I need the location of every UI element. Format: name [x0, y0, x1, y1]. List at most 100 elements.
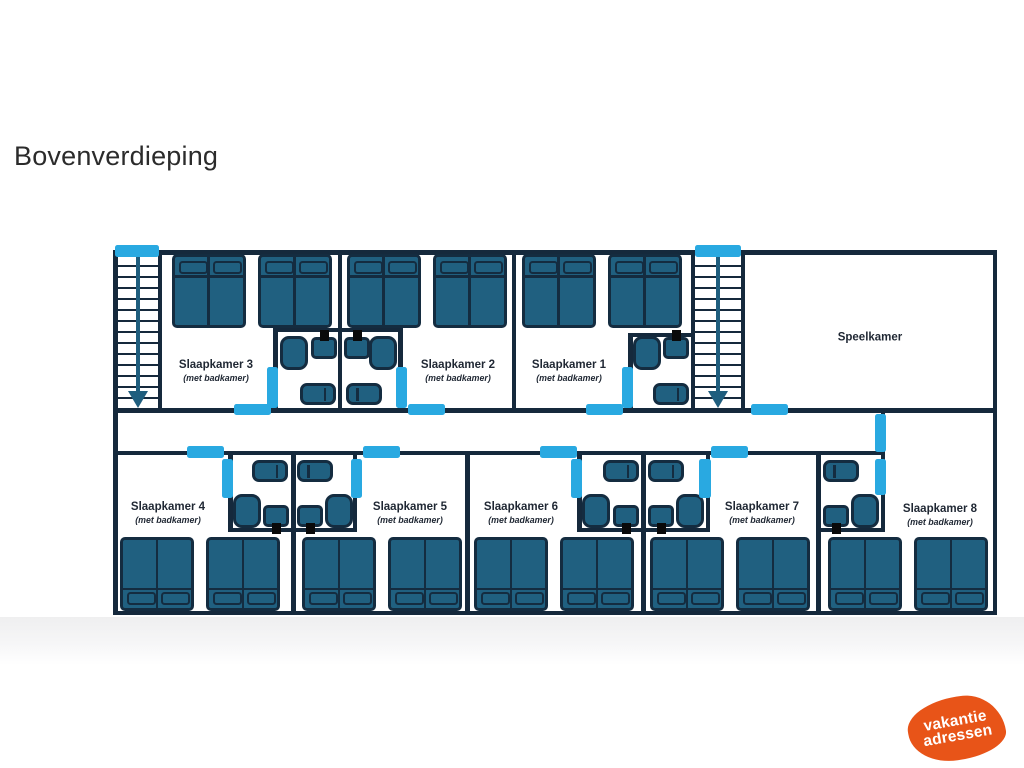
bed-pillow	[921, 591, 950, 605]
faucet-icon	[671, 330, 681, 341]
bed-split-line	[337, 540, 341, 608]
double-bed	[828, 537, 902, 611]
door-marker	[266, 367, 278, 408]
wall	[113, 250, 997, 255]
faucet-icon	[319, 330, 329, 341]
double-bed	[257, 254, 332, 328]
stairs-down-arrow-icon	[127, 390, 148, 408]
wall	[816, 450, 821, 615]
bathtub-divider	[356, 387, 359, 401]
bed-pillow	[567, 591, 596, 605]
room-name: Slaapkamer 2	[420, 358, 496, 371]
bed-split-line	[557, 257, 560, 325]
bed-pillow	[955, 591, 984, 605]
bed-pillow	[835, 591, 864, 605]
double-bed	[206, 537, 280, 611]
bed-pillow	[343, 591, 372, 605]
room-note: (met badkamer)	[536, 373, 602, 384]
wall	[740, 250, 745, 413]
bathtub	[653, 383, 689, 405]
bathtub	[297, 460, 333, 482]
room-label-slaapkamer-8: Slaapkamer 8 (met badkamer)	[903, 503, 977, 527]
double-bed	[346, 254, 421, 328]
room-label-slaapkamer-7: Slaapkamer 7 (met badkamer)	[725, 501, 799, 525]
bed-split-line	[643, 257, 646, 325]
bed-pillow	[648, 260, 678, 274]
door-marker	[234, 403, 271, 415]
faucet-icon	[656, 523, 666, 534]
door-marker	[221, 458, 233, 498]
bed-pillow	[127, 591, 156, 605]
wall	[113, 250, 118, 615]
bed-pillow	[395, 591, 424, 605]
bathtub-divider	[833, 464, 836, 478]
wall	[465, 450, 470, 615]
double-bed	[474, 537, 548, 611]
door-marker	[540, 446, 577, 458]
faucet-icon	[621, 523, 631, 534]
bed-pillow	[657, 591, 686, 605]
double-bed	[650, 537, 724, 611]
bed-pillow	[743, 591, 772, 605]
double-bed	[432, 254, 507, 328]
room-note: (met badkamer)	[135, 515, 201, 526]
double-bed	[560, 537, 634, 611]
wall	[113, 408, 997, 413]
image-bottom-shade	[0, 617, 1024, 665]
bed-pillow	[601, 591, 630, 605]
wall	[157, 250, 162, 413]
shower	[233, 494, 261, 528]
bed-split-line	[423, 540, 427, 608]
bed-pillow	[691, 591, 720, 605]
faucet-icon	[352, 330, 362, 341]
bathtub-divider	[671, 464, 674, 478]
bed-split-line	[155, 540, 159, 608]
bed-split-line	[771, 540, 775, 608]
bed-split-line	[207, 257, 210, 325]
bathtub	[346, 383, 382, 405]
bed-pillow	[439, 260, 469, 274]
door-marker	[363, 446, 400, 458]
shower	[633, 336, 661, 370]
wall	[113, 610, 997, 615]
room-label-slaapkamer-1: Slaapkamer 1 (met badkamer)	[532, 359, 606, 383]
bed-split-line	[595, 540, 599, 608]
room-name: Slaapkamer 6	[483, 500, 559, 513]
faucet-icon	[305, 523, 315, 534]
bathtub	[648, 460, 684, 482]
wall	[511, 250, 516, 413]
bathtub-divider	[323, 387, 326, 401]
room-label-speelkamer: Speelkamer	[838, 331, 903, 344]
room-name: Speelkamer	[837, 331, 903, 344]
bed-pillow	[515, 591, 544, 605]
room-label-slaapkamer-4: Slaapkamer 4 (met badkamer)	[131, 501, 205, 525]
bathtub-divider	[307, 464, 310, 478]
bed-pillow	[212, 260, 242, 274]
bed-pillow	[161, 591, 190, 605]
stairs-down-arrow-icon	[708, 390, 728, 408]
double-bed	[171, 254, 246, 328]
wall	[816, 527, 885, 532]
bed-pillow	[429, 591, 458, 605]
room-label-slaapkamer-5: Slaapkamer 5 (met badkamer)	[373, 501, 447, 525]
wall	[273, 327, 403, 332]
bathtub-divider	[626, 464, 629, 478]
bed-pillow	[264, 260, 294, 274]
bed-split-line	[293, 257, 296, 325]
bed-pillow	[247, 591, 276, 605]
bathtub	[252, 460, 288, 482]
bed-pillow	[614, 260, 644, 274]
door-marker	[570, 458, 582, 498]
bed-split-line	[509, 540, 513, 608]
shower	[369, 336, 397, 370]
door-marker	[408, 403, 445, 415]
faucet-icon	[831, 523, 841, 534]
bed-pillow	[353, 260, 383, 274]
bed-split-line	[382, 257, 385, 325]
room-label-slaapkamer-6: Slaapkamer 6 (met badkamer)	[484, 501, 558, 525]
room-note: (met badkamer)	[425, 373, 491, 384]
bed-pillow	[528, 260, 558, 274]
logo-text: vakantie adressen	[906, 705, 1007, 751]
